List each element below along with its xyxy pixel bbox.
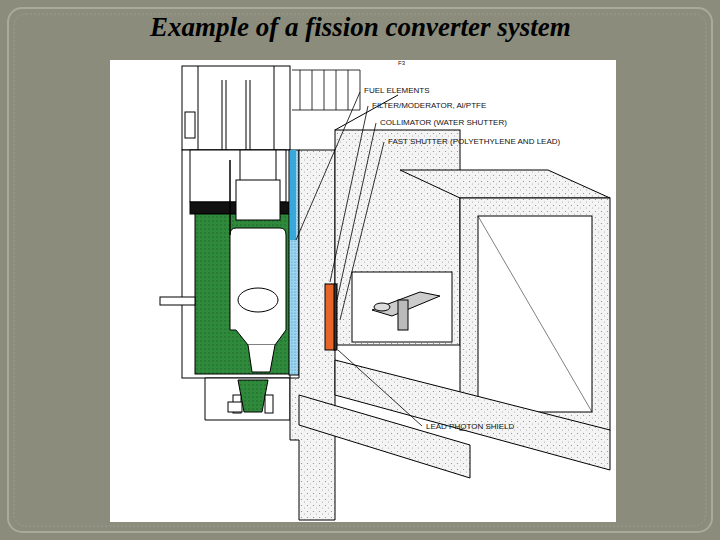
frame — [14, 14, 706, 526]
callout-label: LEAD PHOTON SHIELD — [426, 422, 514, 432]
callout-label: COLLIMATOR (WATER SHUTTER) — [380, 118, 507, 128]
callout-label: FUEL ELEMENTS — [364, 86, 430, 96]
callout-label: FAST SHUTTER (POLYETHYLENE AND LEAD) — [388, 137, 560, 147]
frame — [8, 8, 712, 532]
callout-label: F3 — [398, 58, 405, 68]
callout-label: FILTER/MODERATOR, Al/PTFE — [372, 101, 486, 111]
slide-title: Example of a fission converter system — [150, 12, 571, 43]
image-panel — [110, 60, 616, 522]
reactor-drawing — [160, 66, 610, 520]
